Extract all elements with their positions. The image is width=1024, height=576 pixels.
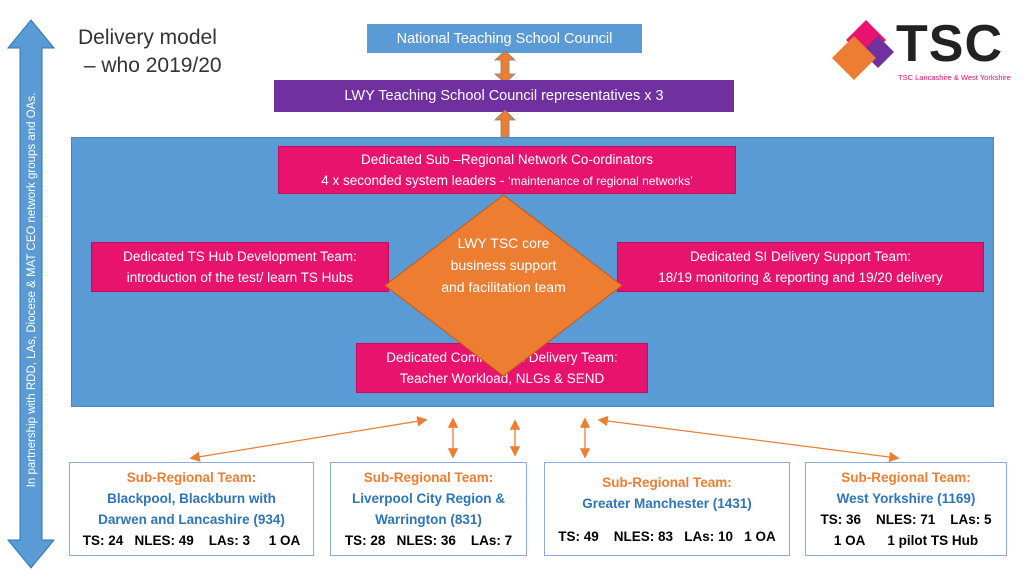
team-box-manchester: Sub-Regional Team: Greater Manchester (1…: [544, 462, 790, 556]
lwy-council-box: LWY Teaching School Council representati…: [274, 80, 734, 112]
team-box-lancashire: Sub-Regional Team: Blackpool, Blackburn …: [69, 462, 314, 556]
vertical-double-arrow: [6, 19, 56, 569]
ts-hub-team-box: Dedicated TS Hub Development Team: intro…: [91, 242, 389, 292]
council-connector-arrow: [494, 51, 516, 83]
core-team-label: LWY TSC core business support and facili…: [441, 235, 566, 295]
logo-text: TSC: [896, 15, 1003, 73]
team-box-west-yorkshire: Sub-Regional Team: West Yorkshire (1169)…: [805, 462, 1007, 556]
logo: TSC TSC Lancashire & West Yorkshire: [830, 15, 1015, 88]
national-council-box: National Teaching School Council: [367, 24, 642, 53]
logo-subtitle: TSC Lancashire & West Yorkshire: [898, 73, 1011, 82]
page-title: Delivery model – who 2019/20: [78, 26, 222, 77]
diamond-logo-icon: [832, 20, 894, 80]
sub-regional-coordinators-box: Dedicated Sub –Regional Network Co-ordin…: [278, 146, 736, 194]
si-delivery-team-box: Dedicated SI Delivery Support Team: 18/1…: [617, 242, 984, 292]
core-team-diamond: [384, 194, 623, 377]
team-box-liverpool: Sub-Regional Team: Liverpool City Region…: [330, 462, 527, 556]
